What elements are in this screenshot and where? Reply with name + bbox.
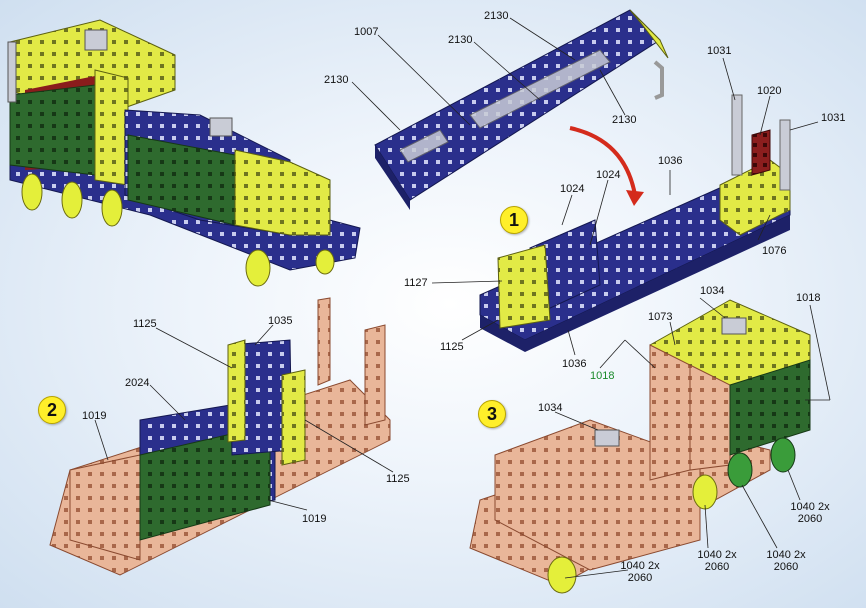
part-label-1036-bottom: 1036 xyxy=(562,358,587,370)
part-label-1040-wheel-far: 1040 2x 2060 xyxy=(790,501,830,525)
leader-lines xyxy=(94,17,831,579)
part-label-1019-left: 1019 xyxy=(82,410,107,422)
step-marker-3: 3 xyxy=(478,400,506,428)
part-label-1040-wheel-front: 1040 2x 2060 xyxy=(620,560,660,584)
part-label-1034-step3: 1034 xyxy=(538,402,563,414)
part-label-1018: 1018 xyxy=(796,292,821,304)
part-label-1127: 1127 xyxy=(404,277,428,289)
part-label-1125-step2-bottom: 1125 xyxy=(386,473,410,485)
part-label-1018-green: 1018 xyxy=(590,370,615,382)
part-label-1019-bottom: 1019 xyxy=(302,513,327,525)
part-label-1034-top: 1034 xyxy=(700,285,725,297)
part-label-1040-wheel-mid: 1040 2x 2060 xyxy=(697,549,737,573)
part-label-2130-left: 2130 xyxy=(324,74,349,86)
part-label-1031-right: 1031 xyxy=(821,112,846,124)
step1-base-frame xyxy=(479,94,791,352)
step-marker-1: 1 xyxy=(500,206,528,234)
sequence-arrowhead xyxy=(626,190,644,206)
sequence-arrow xyxy=(569,126,637,196)
part-label-1007: 1007 xyxy=(354,26,379,38)
part-label-1024-left: 1024 xyxy=(560,183,585,195)
part-label-2130-right: 2130 xyxy=(612,114,637,126)
step3-locomotive xyxy=(469,299,811,594)
part-label-1035: 1035 xyxy=(268,315,293,327)
part-label-1020: 1020 xyxy=(757,85,782,97)
beam-assembly-2130 xyxy=(374,9,669,210)
step-marker-2: 2 xyxy=(38,396,66,424)
part-label-1040-wheel-rear: 1040 2x 2060 xyxy=(766,549,806,573)
part-label-2130-mid: 2130 xyxy=(448,34,473,46)
part-label-2130-top: 2130 xyxy=(484,10,509,22)
step2-base-assembly xyxy=(49,297,391,576)
part-label-2024: 2024 xyxy=(125,377,150,389)
part-label-1036-top: 1036 xyxy=(658,155,683,167)
part-label-1125-step1: 1125 xyxy=(440,341,464,353)
part-label-1073: 1073 xyxy=(648,311,673,323)
part-label-1024-right: 1024 xyxy=(596,169,621,181)
part-label-1125-step2-top: 1125 xyxy=(133,318,157,330)
part-label-1076: 1076 xyxy=(762,245,787,257)
finished-locomotive-blue xyxy=(7,19,361,287)
part-label-1031-left: 1031 xyxy=(707,45,732,57)
